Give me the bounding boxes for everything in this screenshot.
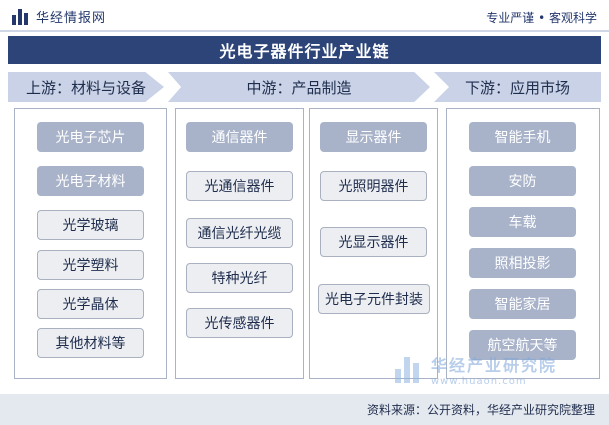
downstream-item-vehicle: 车载 bbox=[469, 207, 576, 237]
stage-midstream-label: 中游：产品制造 bbox=[246, 78, 352, 97]
midstream-item-display-device: 显示器件 bbox=[320, 122, 427, 152]
midstream-item-comm-device: 通信器件 bbox=[186, 122, 293, 152]
midstream-item-special-fiber: 特种光纤 bbox=[186, 263, 293, 293]
midstream-item-optical-comm: 光通信器件 bbox=[186, 171, 293, 201]
stage-midstream: 中游：产品制造 bbox=[168, 72, 430, 102]
stage-downstream: 下游：应用市场 bbox=[434, 72, 601, 102]
slogan: 专业严谨 • 客观科学 bbox=[486, 11, 597, 25]
downstream-item-camera-projection: 照相投影 bbox=[469, 248, 576, 278]
upstream-item-crystal: 光学晶体 bbox=[37, 289, 144, 319]
midstream-item-lighting: 光照明器件 bbox=[320, 171, 427, 201]
midstream-item-optical-display: 光显示器件 bbox=[320, 227, 427, 257]
watermark-logo-icon bbox=[395, 356, 425, 383]
downstream-item-smart-home: 智能家居 bbox=[469, 289, 576, 319]
upstream-panel: 光电子芯片 光电子材料 光学玻璃 光学塑料 光学晶体 其他材料等 bbox=[14, 108, 167, 379]
midstream-item-sensor: 光传感器件 bbox=[186, 308, 293, 338]
upstream-item-plastic: 光学塑料 bbox=[37, 250, 144, 280]
top-bar: 华经情报网 专业严谨 • 客观科学 bbox=[0, 0, 609, 32]
downstream-item-smartphone: 智能手机 bbox=[469, 122, 576, 152]
brand[interactable]: 华经情报网 bbox=[12, 7, 106, 26]
downstream-item-security: 安防 bbox=[469, 166, 576, 196]
divider bbox=[0, 30, 609, 32]
midstream-item-packaging: 光电子元件封装 bbox=[318, 284, 430, 314]
midstream-display-panel: 显示器件 光照明器件 光显示器件 光电子元件封装 bbox=[309, 108, 438, 379]
page-title: 光电子器件行业产业链 bbox=[219, 42, 390, 61]
watermark-url: www.huaon.com bbox=[431, 376, 527, 387]
upstream-item-material: 光电子材料 bbox=[37, 166, 144, 196]
midstream-item-fiber-cable: 通信光纤光缆 bbox=[186, 218, 293, 248]
bar-chart-logo-icon bbox=[12, 8, 30, 25]
upstream-item-chip: 光电子芯片 bbox=[37, 122, 144, 152]
footer: 资料来源：公开资料，华经产业研究院整理 bbox=[0, 394, 609, 425]
title-bar: 光电子器件行业产业链 bbox=[8, 36, 601, 64]
midstream-communication-panel: 通信器件 光通信器件 通信光纤光缆 特种光纤 光传感器件 bbox=[175, 108, 304, 379]
watermark-name: 华经产业研究院 bbox=[431, 356, 558, 375]
upstream-item-glass: 光学玻璃 bbox=[37, 210, 144, 240]
stage-upstream: 上游：材料与设备 bbox=[8, 72, 164, 102]
upstream-item-other: 其他材料等 bbox=[37, 328, 144, 358]
source-note: 资料来源：公开资料，华经产业研究院整理 bbox=[366, 403, 595, 417]
downstream-item-aerospace: 航空航天等 bbox=[469, 330, 576, 360]
stage-downstream-label: 下游：应用市场 bbox=[464, 78, 570, 97]
brand-name: 华经情报网 bbox=[36, 11, 107, 26]
stage-upstream-label: 上游：材料与设备 bbox=[25, 78, 146, 97]
watermark: 华经产业研究院 www.huaon.com bbox=[395, 352, 557, 387]
downstream-panel: 智能手机 安防 车载 照相投影 智能家居 航空航天等 bbox=[446, 108, 600, 379]
